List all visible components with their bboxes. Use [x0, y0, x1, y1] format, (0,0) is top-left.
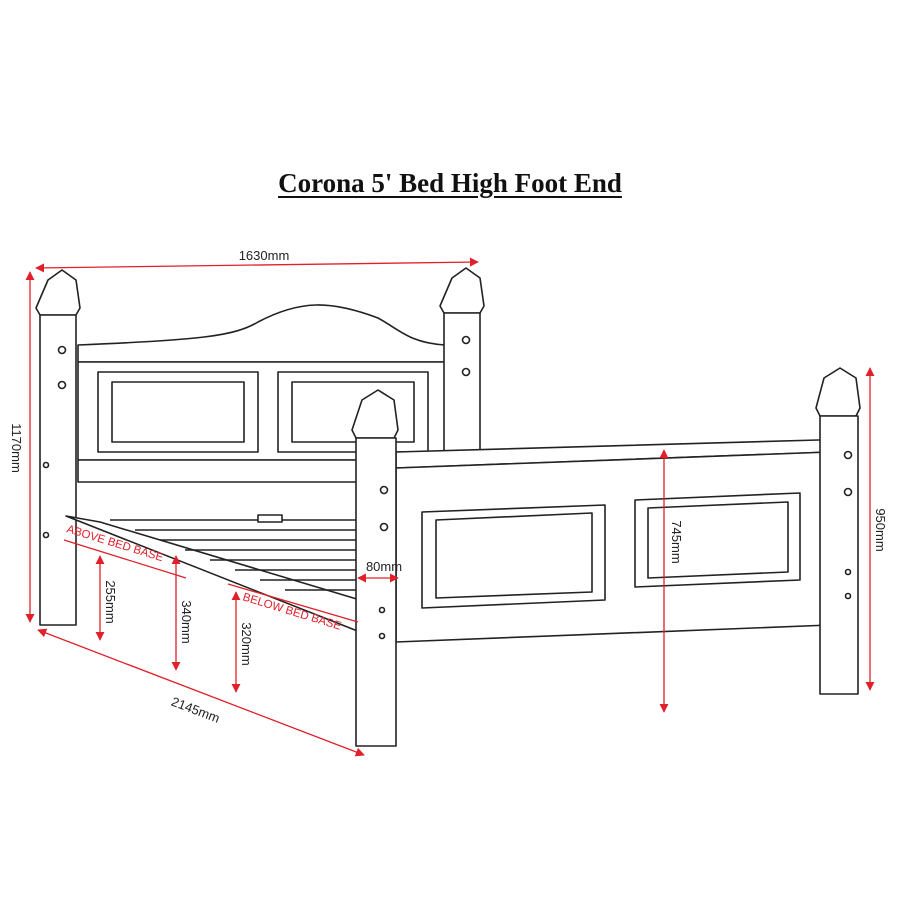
footboard-inner-height-label: 745mm: [669, 520, 684, 563]
post-width-label: 80mm: [366, 559, 402, 574]
above-base-340-label: 340mm: [179, 600, 194, 643]
footboard: [395, 439, 831, 643]
above-base-255-label: 255mm: [103, 580, 118, 623]
width-label: 1630mm: [239, 248, 290, 263]
length-label: 2145mm: [169, 694, 222, 726]
headboard-post-left: [35, 269, 81, 626]
headboard-crest: [77, 304, 446, 363]
below-base-320-label: 320mm: [239, 622, 254, 665]
diagram-title: Corona 5' Bed High Foot End: [278, 168, 622, 198]
footboard-post-right: [815, 367, 861, 695]
length-dimension-line: [37, 628, 365, 757]
headboard-height-label: 1170mm: [9, 423, 24, 473]
footboard-height-label: 950mm: [873, 508, 888, 551]
width-dimension-line: [35, 257, 479, 273]
